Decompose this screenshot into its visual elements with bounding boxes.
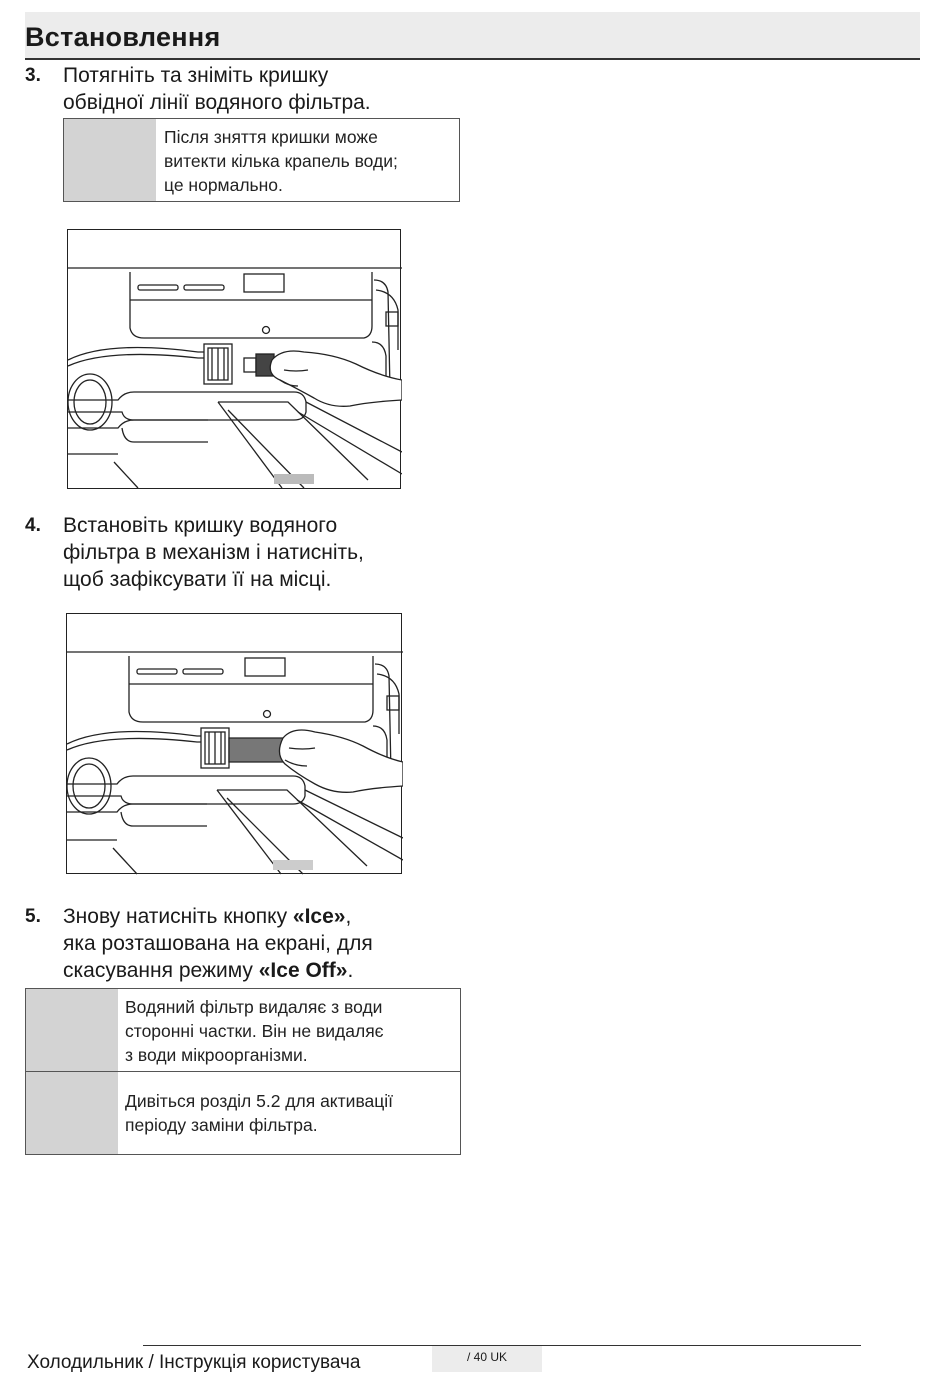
step-4: 4. Встановіть кришку водяного фільтра в … [25,512,465,594]
ice-off-mode-label: «Ice Off» [258,959,348,982]
note-line: Водяний фільтр видаляє з води [125,997,383,1017]
footer-title: Холодильник / Інструкція користувача [27,1352,361,1373]
note-line: Дивіться розділ 5.2 для активації [125,1091,394,1111]
ice-button-label: «Ice» [292,905,346,928]
note-line: Після зняття кришки може [164,127,378,147]
footer-divider [143,1345,861,1346]
note-marker [64,119,156,201]
filter-cap-installation-illustration [66,613,403,875]
step-text: Знову натисніть кнопку «Ice», яка розташ… [63,903,483,984]
step-number: 3. [25,65,41,86]
step-number: 4. [25,515,41,536]
section-header: Встановлення [25,12,920,60]
step-text-fragment: Знову натисніть кнопку [63,905,293,928]
step-line: фільтра в механізм і натисніть, [63,541,364,564]
note-line: періоду заміни фільтра. [125,1115,318,1135]
page-title: Встановлення [25,22,221,52]
note-line: з води мікроорганізми. [125,1045,308,1065]
note-row: Після зняття кришки може витекти кілька … [64,119,459,201]
note-line: сторонні частки. Він не видаляє [125,1021,384,1041]
step-text-fragment: скасування режиму [63,959,259,982]
note-row: Водяний фільтр видаляє з води сторонні ч… [26,989,460,1072]
note-text: Після зняття кришки може витекти кілька … [164,125,398,197]
step-3: 3. Потягніть та зніміть кришку обвідної … [25,62,465,118]
step-line: Встановіть кришку водяного [63,514,338,537]
note-text: Дивіться розділ 5.2 для активації період… [125,1089,393,1137]
note-box: Після зняття кришки може витекти кілька … [63,118,460,202]
note-marker [26,1072,118,1154]
note-text: Водяний фільтр видаляє з води сторонні ч… [125,995,384,1067]
step-line: обвідної лінії водяного фільтра. [63,91,371,114]
step-line: Потягніть та зніміть кришку [63,64,329,87]
note-line: витекти кілька крапель води; [164,151,398,171]
step-line: яка розташована на екрані, для [63,932,373,955]
step-line: щоб зафіксувати її на місці. [63,568,332,591]
step-line: Знову натисніть кнопку «Ice», [63,903,483,930]
step-text-fragment: , [345,905,352,928]
step-5: 5. Знову натисніть кнопку «Ice», яка роз… [25,903,465,985]
step-text: Встановіть кришку водяного фільтра в мех… [63,512,483,593]
step-line: скасування режиму «Ice Off». [63,957,483,984]
step-text: Потягніть та зніміть кришку обвідної лін… [63,62,483,116]
note-row: Дивіться розділ 5.2 для активації період… [26,1072,460,1154]
page-number: / 40 UK [432,1346,542,1372]
step-text-fragment: . [347,959,354,982]
step-number: 5. [25,906,41,927]
note-marker [26,989,118,1071]
filter-bypass-cap-removal-illustration [67,229,402,489]
notes-table: Водяний фільтр видаляє з води сторонні ч… [25,988,461,1155]
note-line: це нормально. [164,175,283,195]
